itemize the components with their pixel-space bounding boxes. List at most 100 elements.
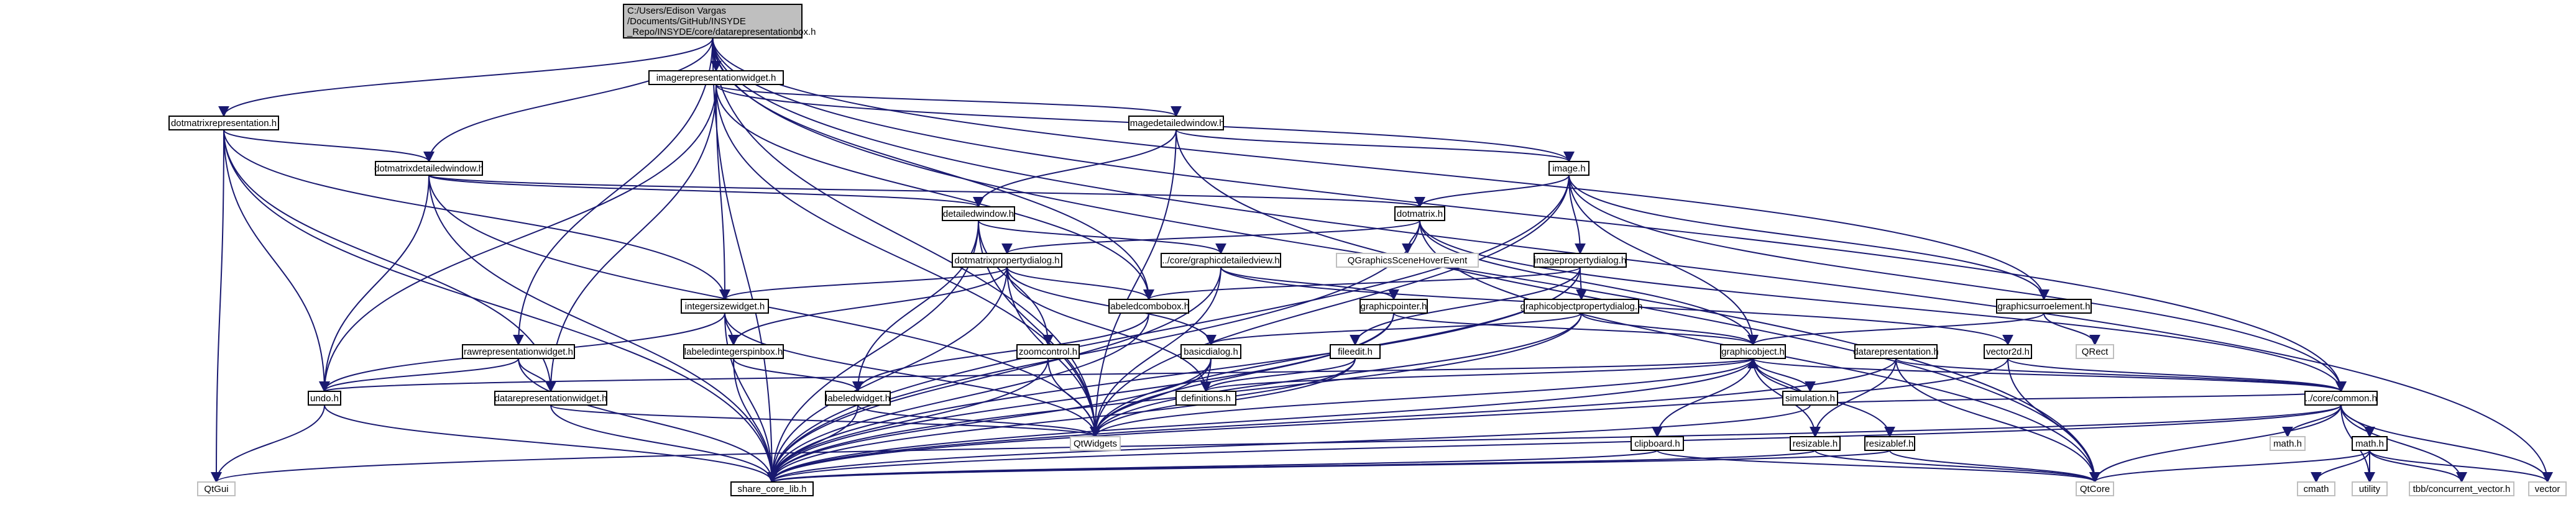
dependency-edge [211, 404, 2342, 483]
node-label: labeledwidget.h [826, 393, 890, 404]
dependency-edge [973, 129, 1177, 208]
node-label: graphicsurroelement.h [1997, 301, 2090, 312]
dependency-edge [724, 312, 778, 483]
node-label: clipboard.h [1634, 439, 1680, 449]
node-math[interactable]: math.h [2352, 436, 2388, 451]
dependency-edges [211, 37, 2553, 483]
dependency-edge [852, 312, 1149, 393]
node-label: resizable.h [1793, 439, 1838, 449]
node-labeledwidget[interactable]: labeledwidget.h [825, 391, 891, 406]
dependency-edge [766, 358, 1754, 483]
node-label: resizablef.h [1866, 439, 1914, 449]
node-graphicobject[interactable]: graphicobject.h [1720, 344, 1786, 359]
node-tbb-concurrent-vector[interactable]: tbb/concurrent_vector.h [2409, 481, 2514, 496]
dependency-edge [1568, 175, 1759, 346]
dependency-edge [223, 129, 435, 163]
dependency-edge [766, 358, 1049, 483]
node-detailedwindow[interactable]: detailedwindow.h [942, 206, 1015, 221]
dependency-edge [857, 404, 1101, 438]
node-label: labeledcombobox.h [1108, 301, 1189, 312]
node-label: integersizewidget.h [685, 301, 765, 312]
node-rawrepresentationwidget[interactable]: rawrepresentationwidget.h [462, 344, 575, 359]
dependency-edge [2369, 450, 2553, 483]
node-label: imagerepresentationwidget.h [656, 73, 776, 83]
node-label: dotmatrixdetailedwindow.h [374, 163, 484, 174]
node-definitions[interactable]: definitions.h [1175, 391, 1236, 406]
dependency-edge [320, 358, 1754, 393]
dependency-edge [1200, 358, 1356, 393]
node-datarepresentationwidget[interactable]: datarepresentationwidget.h [494, 391, 607, 406]
node-label: QtGui [204, 484, 228, 494]
node-qtgui[interactable]: QtGui [197, 481, 236, 496]
dependency-edge [1090, 129, 1177, 438]
node-integersizewidget[interactable]: integersizewidget.h [681, 299, 769, 314]
dependency-edge [766, 358, 2008, 483]
node-imagerepresentationwidget[interactable]: imagerepresentationwidget.h [648, 70, 784, 85]
node-dotmatrixrepresentation[interactable]: dotmatrixrepresentation.h [168, 116, 279, 130]
node-resizable[interactable]: resizable.h [1790, 436, 1841, 451]
node-sharecorelib[interactable]: share_core_lib.h [730, 481, 814, 496]
node-label: fileedit.h [1338, 347, 1373, 357]
dependency-edge [766, 266, 1221, 483]
node-zoomcontrol[interactable]: zoomcontrol.h [1016, 344, 1080, 359]
dependency-edge [319, 84, 717, 393]
node-clipboard[interactable]: clipboard.h [1631, 436, 1684, 451]
dependency-edge [1568, 175, 1586, 255]
node-graphicsurroelement[interactable]: graphicsurroelement.h [1996, 299, 2092, 314]
node-simulation[interactable]: simulation.h [1782, 391, 1838, 406]
node-imagepropertydialog[interactable]: imagepropertydialog.h [1534, 253, 1627, 268]
dependency-edge [1652, 358, 1754, 438]
node-label: graphicobjectpropertydialog.h [1520, 301, 1643, 312]
node-corecommon[interactable]: ../core/common.h [2304, 391, 2378, 406]
dependency-edge [724, 312, 1101, 438]
root-node[interactable]: C:/Users/Edison Vargas /Documents/GitHub… [623, 4, 816, 39]
node-imagedetailedwindow[interactable]: imagedetailedwindow.h [1128, 116, 1225, 130]
dependency-edge [1090, 175, 1570, 438]
node-cmath[interactable]: cmath [2297, 481, 2335, 496]
dependency-edge [766, 358, 1212, 483]
dependency-edge [319, 175, 430, 393]
node-label: rawrepresentationwidget.h [464, 347, 573, 357]
node-qtcore[interactable]: QtCore [2076, 481, 2114, 496]
dependency-edge [211, 129, 224, 483]
dependency-edge [1414, 175, 1570, 208]
node-fileedit[interactable]: fileedit.h [1330, 344, 1381, 359]
node-dotmatrix[interactable]: dotmatrix.h [1394, 206, 1445, 221]
node-labeledcombobox[interactable]: labeledcombobox.h [1108, 299, 1189, 314]
dependency-edge [423, 37, 714, 163]
dependency-edge [2089, 450, 2370, 483]
node-basicdialog[interactable]: basicdialog.h [1180, 344, 1241, 359]
node-label: QRect [2082, 347, 2109, 357]
dependency-edge [1175, 129, 1575, 163]
node-image[interactable]: image.h [1548, 161, 1589, 176]
node-dotmatrixpropertydialog[interactable]: dotmatrixpropertydialog.h [952, 253, 1062, 268]
dependency-edge [766, 220, 1420, 483]
dependency-edge [2089, 404, 2342, 483]
node-label: image.h [1552, 163, 1585, 174]
node-resizablef[interactable]: resizablef.h [1864, 436, 1915, 451]
dependency-edge [1747, 312, 2045, 346]
dependency-edge [2311, 450, 2370, 483]
node-graphicobjectpropertydialog[interactable]: graphicobjectpropertydialog.h [1520, 299, 1643, 314]
node-qgraphicsscenehoverevent[interactable]: QGraphicsSceneHoverEvent [1336, 253, 1479, 268]
dependency-edge [2340, 404, 2553, 483]
dependency-edge [550, 404, 1101, 438]
node-labeledintegerspinbox[interactable]: labeledintegerspinbox.h [683, 344, 784, 359]
node-dotmatrixdetailedwindow[interactable]: dotmatrixdetailedwindow.h [374, 161, 484, 176]
node-vector2d[interactable]: vector2d.h [1984, 344, 2032, 359]
dependency-edge [2007, 358, 2100, 483]
dependency-edge [428, 175, 984, 208]
node-qtwidgets[interactable]: QtWidgets [1070, 436, 1121, 451]
node-datarepresentation[interactable]: datarepresentation.h [1853, 344, 1939, 359]
dependency-edge [1810, 358, 1897, 438]
dependency-edge [1090, 358, 1212, 438]
node-utility[interactable]: utility [2352, 481, 2388, 496]
node-graphicpointer[interactable]: graphicpointer.h [1359, 299, 1428, 314]
node-graphicdetailedview[interactable]: ../core/graphicdetailedview.h [1161, 253, 1281, 268]
node-qrect[interactable]: QRect [2076, 344, 2114, 359]
dependency-edge [1810, 390, 2346, 406]
node-vector[interactable]: vector [2528, 481, 2567, 496]
node-math-system[interactable]: math.h [2270, 436, 2306, 451]
node-undo[interactable]: undo.h [308, 391, 341, 406]
dependency-edge [728, 266, 1008, 346]
